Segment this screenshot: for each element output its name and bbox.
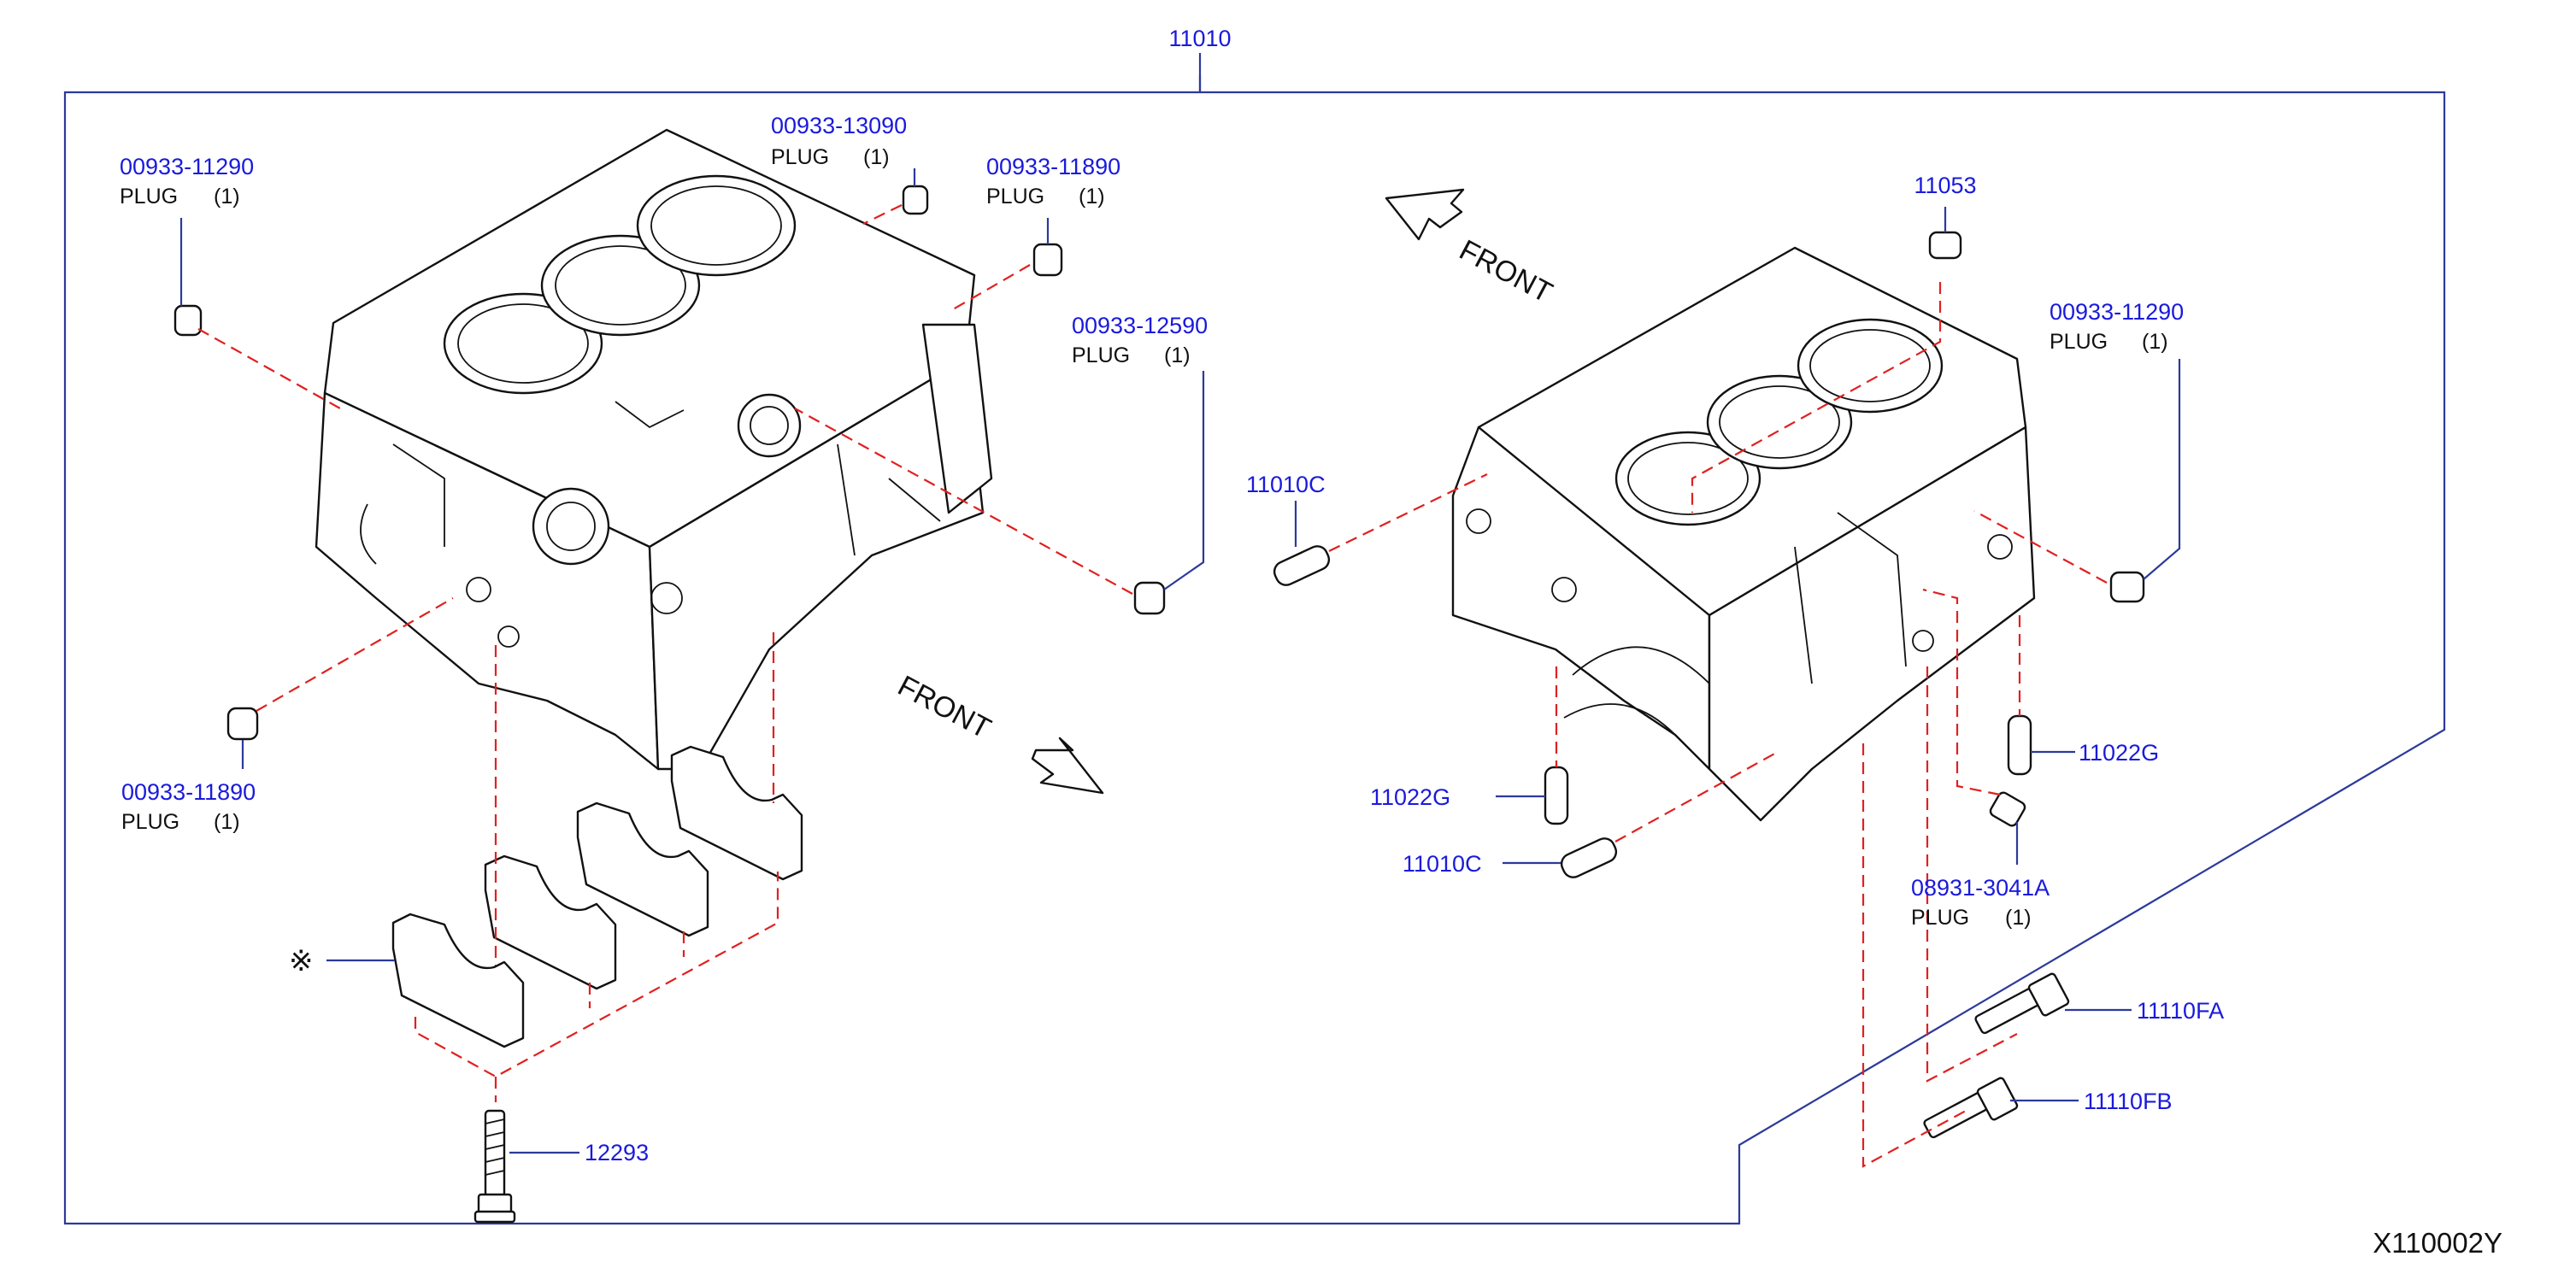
plug-r1-shape	[2109, 571, 2145, 603]
svg-text:PLUG: PLUG	[1911, 906, 1969, 930]
svg-text:(1): (1)	[1079, 185, 1105, 208]
svg-text:(1): (1)	[214, 810, 240, 834]
dowel-11022g-right-label[interactable]: 11022G	[2079, 740, 2159, 766]
cylinder-block-right	[1451, 246, 2036, 822]
front-label-left: FRONT	[892, 670, 996, 746]
assembly-boundary	[63, 75, 2446, 1225]
front-arrow-right-icon	[1385, 188, 1465, 241]
svg-text:PLUG: PLUG	[771, 145, 829, 169]
svg-text:PLUG: PLUG	[120, 185, 178, 208]
svg-text:(1): (1)	[863, 145, 890, 169]
dowel-11022g-right	[2007, 714, 2032, 776]
callout-plug-l2[interactable]: 00933-13090 PLUG (1)	[771, 113, 907, 169]
plug-11053-shape	[1928, 231, 1962, 260]
front-arrow-left-icon	[1031, 737, 1104, 795]
bolt-11110fb-label[interactable]: 11110FB	[2084, 1089, 2173, 1114]
svg-text:00933-12590: 00933-12590	[1072, 313, 1208, 338]
svg-text:PLUG: PLUG	[986, 185, 1044, 208]
svg-text:PLUG: PLUG	[1072, 343, 1130, 367]
plug-l2-shape	[902, 185, 929, 215]
svg-text:00933-11890: 00933-11890	[121, 779, 256, 805]
diagram-code: X110002Y	[2373, 1227, 2502, 1259]
svg-text:08931-3041A: 08931-3041A	[1911, 875, 2050, 901]
callout-plug-l5[interactable]: 00933-11890 PLUG (1)	[121, 779, 256, 834]
svg-text:(1): (1)	[2142, 330, 2168, 354]
svg-text:PLUG: PLUG	[2050, 330, 2108, 354]
plug-l3-shape	[1032, 243, 1063, 277]
svg-text:00933-13090: 00933-13090	[771, 113, 907, 138]
svg-text:00933-11290: 00933-11290	[2050, 299, 2184, 325]
dowel-11022g-left	[1544, 766, 1569, 825]
front-label-right: FRONT	[1454, 234, 1557, 310]
cap-set-mark[interactable]: ※	[289, 945, 314, 977]
svg-text:00933-11290: 00933-11290	[120, 154, 254, 179]
svg-text:(1): (1)	[1164, 343, 1191, 367]
assembly-part-number[interactable]: 11010	[1168, 26, 1231, 51]
plug-11053-label[interactable]: 11053	[1914, 173, 1976, 198]
dowel-11022g-left-label[interactable]: 11022G	[1370, 784, 1450, 810]
svg-text:00933-11890: 00933-11890	[986, 154, 1120, 179]
plug-l1-shape	[173, 304, 203, 337]
dowel-11010c-bottom-label[interactable]: 11010C	[1403, 851, 1482, 877]
dowel-11010c-bottom	[1560, 837, 1618, 878]
bolt-12293-label[interactable]: 12293	[585, 1140, 649, 1165]
callout-plug-l3[interactable]: 00933-11890 PLUG (1)	[986, 154, 1120, 208]
bolt-11110fb	[1923, 1077, 2019, 1139]
main-bearing-caps	[391, 745, 803, 1048]
callout-plug-l4[interactable]: 00933-12590 PLUG (1)	[1072, 313, 1208, 367]
callout-plug-r1[interactable]: 00933-11290 PLUG (1)	[2050, 299, 2184, 354]
bolt-12293	[473, 1109, 516, 1224]
svg-text:PLUG: PLUG	[121, 810, 179, 834]
plug-l4-shape	[1133, 581, 1166, 615]
plug-r2-shape	[1989, 791, 2026, 827]
cylinder-block-left	[315, 128, 993, 771]
svg-text:(1): (1)	[2005, 906, 2032, 930]
callout-plug-l1[interactable]: 00933-11290 PLUG (1)	[120, 154, 254, 208]
bolt-11110fa-label[interactable]: 11110FA	[2137, 998, 2224, 1024]
dowel-11010c-top-label[interactable]: 11010C	[1246, 472, 1326, 497]
plug-l5-shape	[226, 707, 259, 741]
bolt-11110fa	[1974, 972, 2070, 1035]
callout-plug-r2[interactable]: 08931-3041A PLUG (1)	[1911, 875, 2050, 930]
dowel-11010c-top	[1273, 545, 1331, 586]
svg-text:(1): (1)	[214, 185, 240, 208]
